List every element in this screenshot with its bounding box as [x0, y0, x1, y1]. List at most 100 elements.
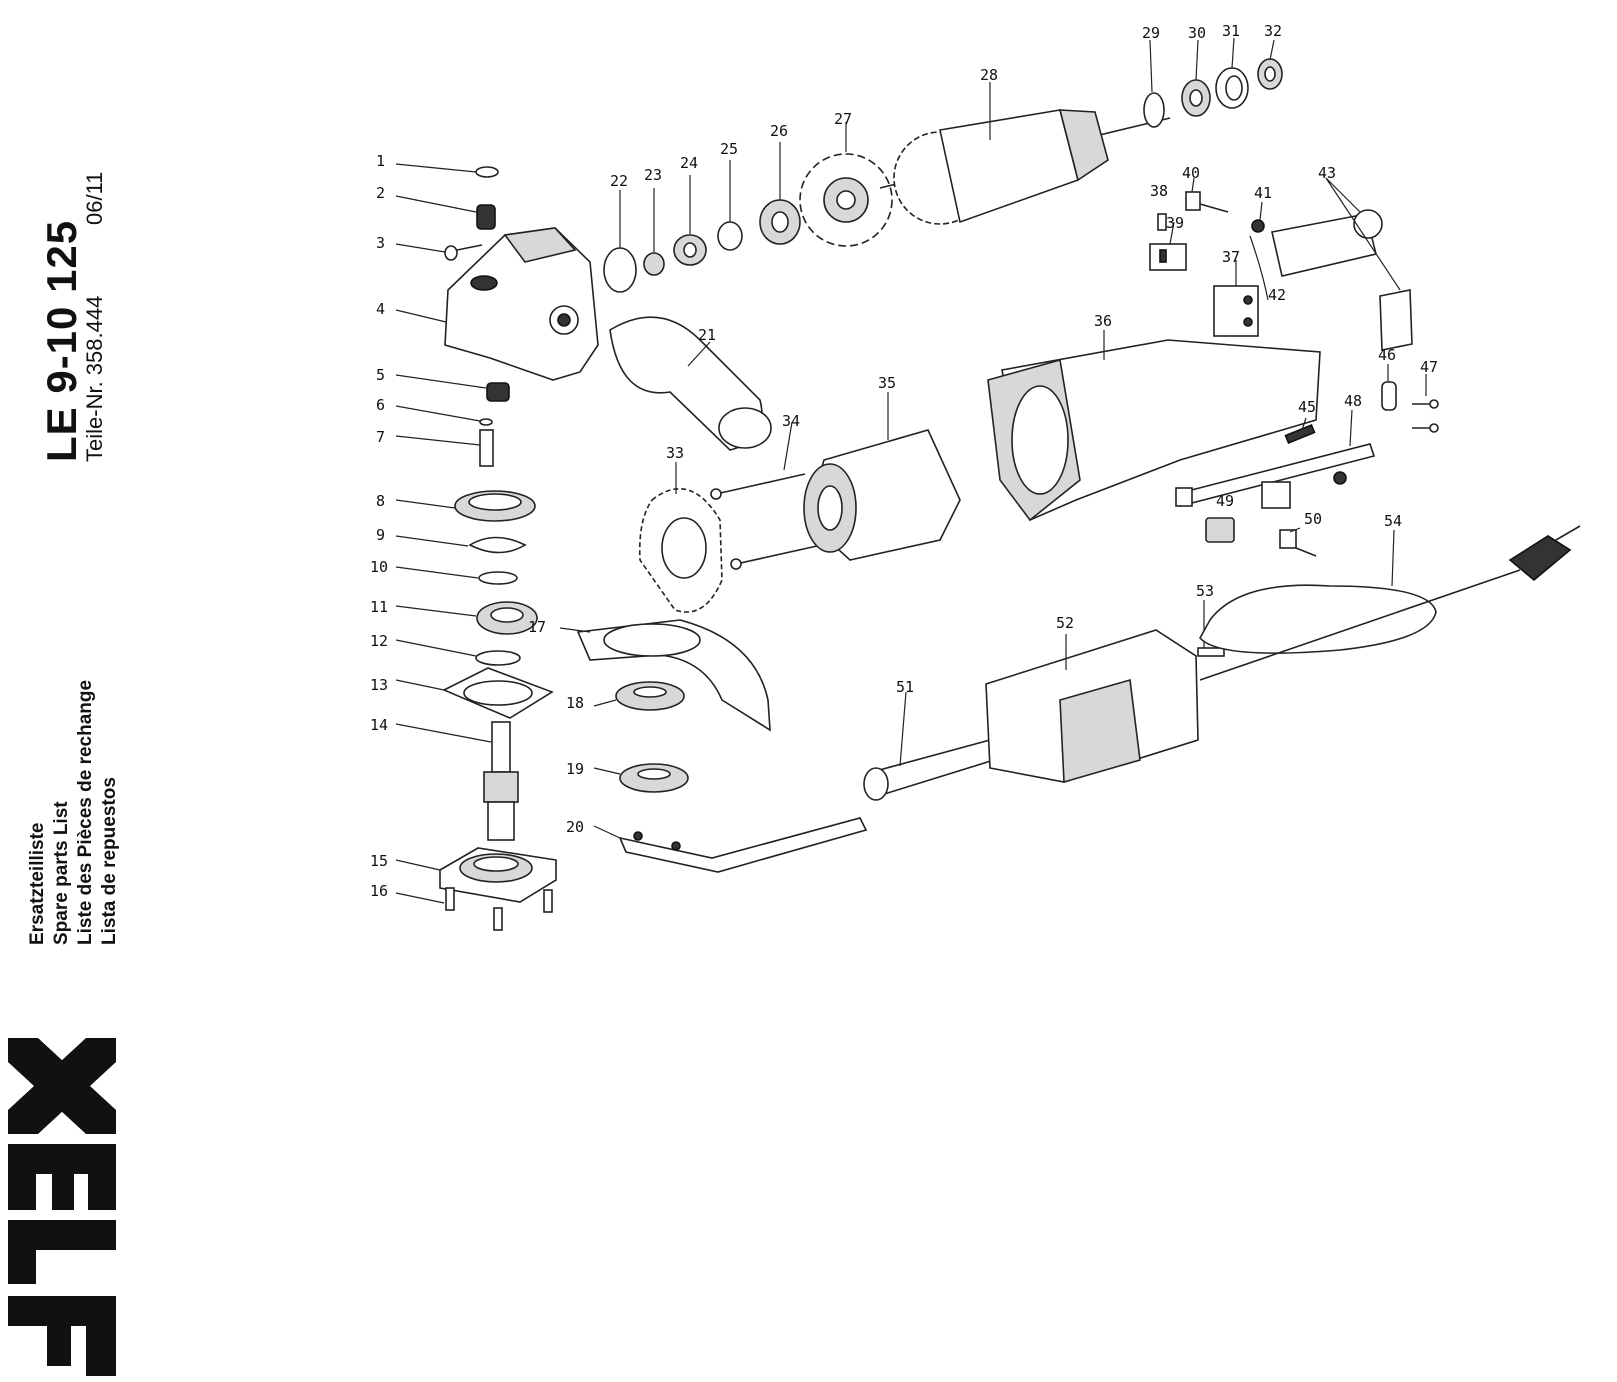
part-54-power-cable — [1199, 525, 1581, 681]
part-45-spring — [1284, 417, 1316, 444]
part-3-screw — [395, 243, 483, 261]
part-4-gear-housing — [395, 227, 599, 381]
part-47-screws — [1412, 374, 1439, 433]
callout-38: 38 — [1150, 182, 1168, 200]
callout-2: 2 — [376, 184, 385, 202]
callout-34: 34 — [782, 412, 800, 430]
part-23-nut — [643, 188, 665, 276]
part-21-side-handle — [609, 316, 772, 451]
part-26-bearing — [759, 142, 801, 245]
part-35-stator — [803, 392, 961, 561]
part-42-wire — [1249, 235, 1269, 301]
callout-54: 54 — [1384, 512, 1402, 530]
part-29-washer — [1143, 39, 1165, 128]
part-52-rear-handle — [985, 629, 1199, 784]
part-36-motor-housing — [987, 330, 1321, 522]
callout-31: 31 — [1222, 22, 1240, 40]
callout-20: 20 — [566, 818, 584, 836]
callout-30: 30 — [1188, 24, 1206, 42]
callout-6: 6 — [376, 396, 385, 414]
callout-10: 10 — [370, 558, 388, 576]
part-25-washer — [717, 160, 743, 251]
part-18-inner-flange — [593, 681, 685, 711]
part-14-spindle — [395, 721, 519, 841]
callout-19: 19 — [566, 760, 584, 778]
callout-26: 26 — [770, 122, 788, 140]
part-10-washer — [395, 566, 518, 585]
callout-46: 46 — [1378, 346, 1396, 364]
callout-3: 3 — [376, 234, 385, 252]
callout-14: 14 — [370, 716, 388, 734]
callout-9: 9 — [376, 526, 385, 544]
callout-17: 17 — [528, 618, 546, 636]
part-39-brush-holder — [1149, 221, 1187, 271]
callout-1: 1 — [376, 152, 385, 170]
part-30-bearing — [1181, 39, 1211, 117]
callout-51: 51 — [896, 678, 914, 696]
part-49-switch-button — [1205, 481, 1291, 543]
part-31-bearing-sleeve — [1215, 37, 1249, 109]
part-11-bearing — [395, 601, 538, 635]
callout-22: 22 — [610, 172, 628, 190]
part-9-circlip — [395, 535, 527, 554]
part-1-nut — [395, 163, 499, 178]
callout-18: 18 — [566, 694, 584, 712]
part-19-clamp-nut — [593, 763, 689, 793]
callout-16: 16 — [370, 882, 388, 900]
callout-5: 5 — [376, 366, 385, 384]
part-15-bearing-flange — [395, 847, 557, 903]
part-40-carbon-brush — [1185, 177, 1229, 213]
callout-35: 35 — [878, 374, 896, 392]
part-48-switch-rod — [1174, 409, 1376, 507]
part-50-carbon-brush — [1279, 527, 1317, 557]
callout-39: 39 — [1166, 214, 1184, 232]
callout-33: 33 — [666, 444, 684, 462]
part-5-bushing — [395, 374, 510, 402]
callout-48: 48 — [1344, 392, 1362, 410]
callout-52: 52 — [1056, 614, 1074, 632]
part-51-handle-tube — [863, 691, 995, 801]
part-22-o-ring — [603, 190, 637, 293]
part-16-screws — [395, 887, 553, 931]
part-7-pin — [395, 429, 494, 467]
flex-logo — [8, 1038, 116, 1376]
part-46-slide-cover — [1381, 364, 1397, 411]
part-38-screw — [1157, 213, 1167, 231]
callout-37: 37 — [1222, 248, 1240, 266]
part-27-fan — [799, 122, 893, 247]
part-37-switch-module — [1213, 260, 1259, 337]
callout-40: 40 — [1182, 164, 1200, 182]
callout-36: 36 — [1094, 312, 1112, 330]
callout-41: 41 — [1254, 184, 1272, 202]
part-32-bearing — [1257, 39, 1283, 90]
callout-11: 11 — [370, 598, 388, 616]
callout-42: 42 — [1268, 286, 1286, 304]
part-13-gasket — [395, 667, 554, 719]
callout-13: 13 — [370, 676, 388, 694]
part-41-spring — [1251, 201, 1265, 233]
part-17-wheel-guard — [559, 619, 771, 732]
part-6-ring — [395, 405, 493, 426]
flex-logo-mark — [8, 1038, 116, 1376]
callout-29: 29 — [1142, 24, 1160, 42]
part-28-armature — [879, 82, 1171, 225]
callout-25: 25 — [720, 140, 738, 158]
callout-12: 12 — [370, 632, 388, 650]
part-33-bearing-plate — [638, 462, 723, 613]
callout-50: 50 — [1304, 510, 1322, 528]
part-24-bushing — [673, 175, 707, 266]
callout-23: 23 — [644, 166, 662, 184]
part-8-flange — [395, 490, 536, 522]
callout-47: 47 — [1420, 358, 1438, 376]
callout-24: 24 — [680, 154, 698, 172]
callout-43: 43 — [1318, 164, 1336, 182]
callout-28: 28 — [980, 66, 998, 84]
part-2-spring — [395, 195, 496, 230]
part-20-spanner — [593, 817, 868, 873]
callout-4: 4 — [376, 300, 385, 318]
part-34-screws — [710, 421, 827, 570]
callout-8: 8 — [376, 492, 385, 510]
callout-15: 15 — [370, 852, 388, 870]
